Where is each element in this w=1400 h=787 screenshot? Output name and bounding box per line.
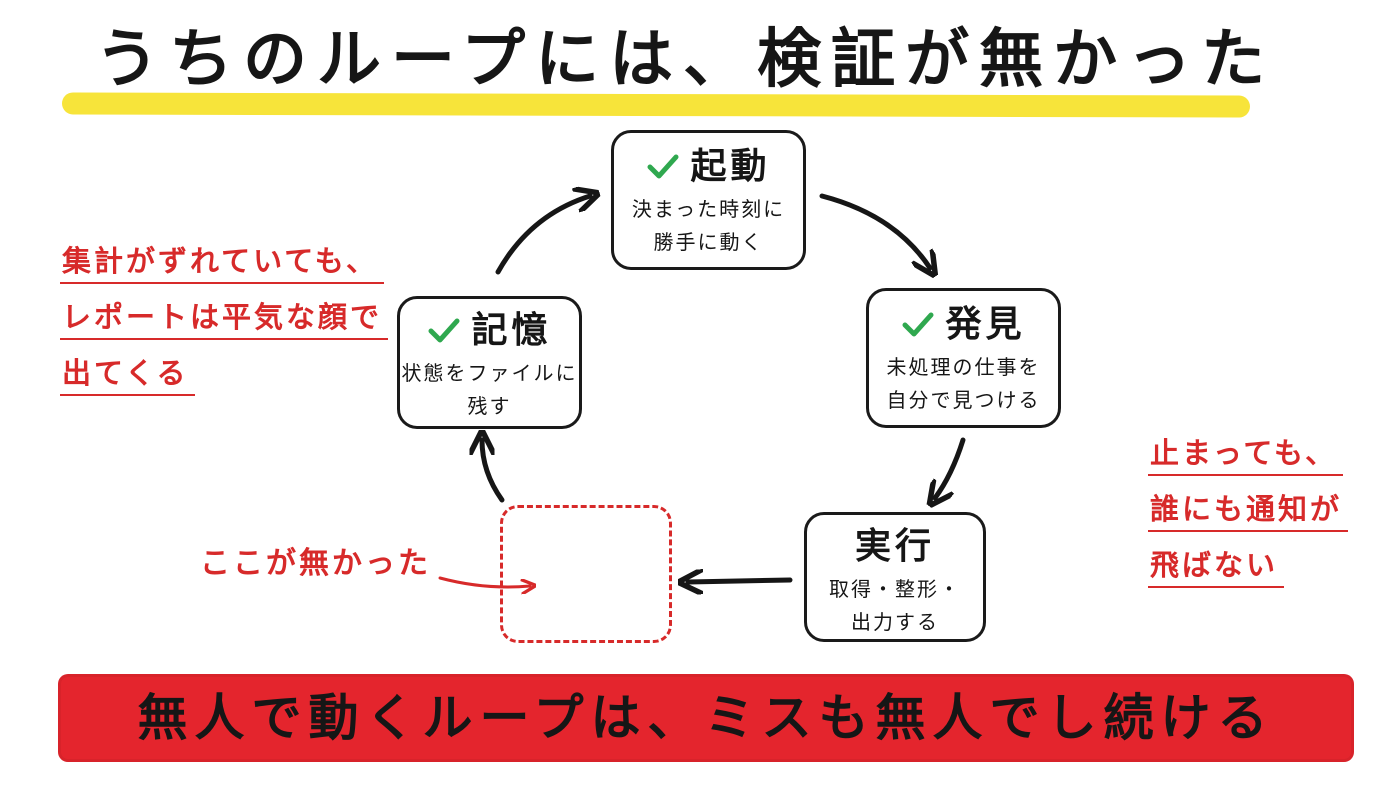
step-desc-line: 未処理の仕事を xyxy=(886,355,1041,379)
note-line: 止まっても、 xyxy=(1148,436,1344,476)
check-icon xyxy=(646,152,680,182)
arrow-start-to-discover xyxy=(819,193,930,268)
missing-step-placeholder xyxy=(500,505,672,643)
cycle-step-execute: 実行 取得・整形・ 出力する xyxy=(804,512,986,642)
arrow-label-to-missing xyxy=(438,576,530,587)
cycle-step-discover: 発見 未処理の仕事を 自分で見つける xyxy=(866,288,1061,428)
cycle-step-start: 起動 決まった時刻に 勝手に動く xyxy=(611,130,806,270)
arrow-memory-to-start xyxy=(495,196,590,275)
step-desc-line: 残す xyxy=(467,394,512,418)
note-line: 誰にも通知が xyxy=(1148,492,1349,532)
right-note: 止まっても、 誰にも通知が 飛ばない xyxy=(1148,430,1349,598)
missing-step-label: ここが無かった xyxy=(200,546,431,581)
step-title: 実行 xyxy=(854,526,935,567)
note-line: 集計がずれていても、 xyxy=(60,244,384,284)
cycle-step-memory: 記憶 状態をファイルに 残す xyxy=(397,296,582,429)
banner-text: 無人で動くループは、ミスも無人でし続ける xyxy=(137,689,1275,747)
note-line: 出てくる xyxy=(60,356,195,396)
step-title: 記憶 xyxy=(471,310,552,351)
step-desc-line: 取得・整形・ xyxy=(829,577,961,601)
check-icon xyxy=(427,316,461,346)
step-title: 発見 xyxy=(945,304,1026,345)
page-title: うちのループには、検証が無かった xyxy=(95,23,1276,97)
step-desc-line: 出力する xyxy=(851,610,939,634)
arrow-missing-to-memory xyxy=(482,440,505,503)
step-desc-line: 自分で見つける xyxy=(886,388,1041,412)
bottom-banner xyxy=(58,674,1354,762)
step-desc-line: 決まった時刻に xyxy=(631,197,786,221)
check-icon xyxy=(901,310,935,340)
left-note: 集計がずれていても、 レポートは平気な顔で 出てくる xyxy=(60,238,389,406)
note-line: レポートは平気な顔で xyxy=(60,300,389,340)
note-line: 飛ばない xyxy=(1148,548,1285,588)
arrow-discover-to-execute xyxy=(935,437,966,498)
step-desc-line: 状態をファイルに xyxy=(401,361,578,385)
arrow-execute-to-missing xyxy=(688,580,793,582)
step-title: 起動 xyxy=(690,146,771,187)
step-desc-line: 勝手に動く xyxy=(653,230,764,254)
